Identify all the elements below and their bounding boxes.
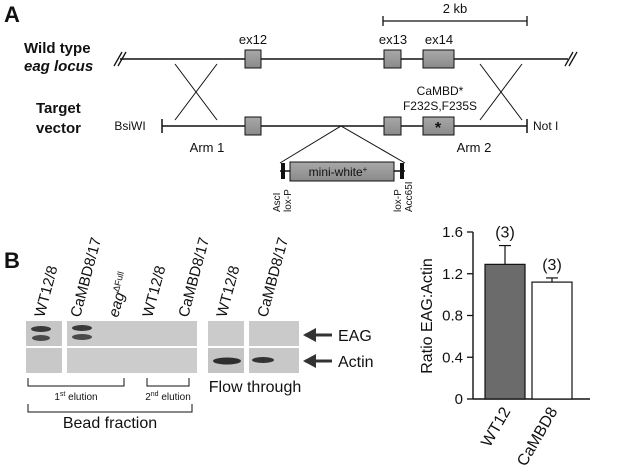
mutation-sites: F232S,F235S xyxy=(403,99,477,113)
first-elution-label: 1st elution xyxy=(54,391,97,403)
tv-label: Target xyxy=(36,100,81,117)
exon-13-label: ex13 xyxy=(379,32,407,47)
mutation-star: * xyxy=(435,120,442,137)
exon-13-tv xyxy=(383,116,402,136)
actin-band-label: Actin xyxy=(338,354,374,371)
crossover-right xyxy=(479,63,523,121)
lane-label-eag-null: eagΔFull xyxy=(104,270,133,319)
blot-eag-row xyxy=(26,321,299,346)
exon-13-wt xyxy=(383,49,402,69)
x-tick-label: CaMBD8 xyxy=(514,404,561,469)
lane-label-cambd-2: CaMBD8/17 xyxy=(175,236,213,319)
bar-cambd8 xyxy=(531,281,573,400)
insertion-line-right xyxy=(340,125,406,164)
wt-locus-line xyxy=(113,51,578,67)
bar-wt12 xyxy=(484,263,526,400)
cassette-label: mini-white+ xyxy=(309,165,368,179)
lane-label-wt-1: WT12/8 xyxy=(31,264,61,319)
scale-bar: 2 kb xyxy=(382,1,528,26)
wt-locus-label: eag locus xyxy=(24,58,93,75)
y-tick-label: 0 xyxy=(455,391,463,408)
lane-label-wt-3: WT12/8 xyxy=(213,264,243,319)
eag-arrow xyxy=(303,328,332,342)
site-ascl: AscI xyxy=(272,193,283,212)
site-noti: Not I xyxy=(533,119,558,133)
y-tick-label: 0.4 xyxy=(442,349,463,366)
y-axis-label: Ratio EAG:Actin xyxy=(419,258,436,374)
lane-label-wt-2: WT12/8 xyxy=(139,264,169,319)
mini-white-cassette xyxy=(280,161,405,182)
bracket-bead-fraction xyxy=(27,404,193,413)
wt-label: Wild type xyxy=(24,40,91,57)
mutation-label: CaMBD* xyxy=(417,84,464,98)
panel-a-letter: A xyxy=(4,2,20,27)
bead-fraction-label: Bead fraction xyxy=(63,415,157,432)
exon-12-tv xyxy=(244,116,262,136)
bracket-second-elution xyxy=(146,378,190,387)
exon-14-label: ex14 xyxy=(425,32,453,47)
insertion-line-left xyxy=(279,125,342,164)
site-loxp-right: lox-P xyxy=(393,189,404,212)
crossover-left xyxy=(174,63,218,121)
y-tick-label: 1.6 xyxy=(442,224,463,241)
exon-12-label: ex12 xyxy=(239,32,267,47)
ratio-bar-chart: Ratio EAG:Actin 0 0.4 0.8 1.2 1.6 (3) WT12 (3) C… xyxy=(419,224,590,469)
exon-14-tv-mutant xyxy=(422,116,455,136)
y-tick-label: 1.2 xyxy=(442,266,463,283)
flow-through-label: Flow through xyxy=(209,379,302,396)
blot-actin-row xyxy=(26,348,299,373)
lane-label-cambd-1: CaMBD8/17 xyxy=(67,236,105,319)
arm-1-label: Arm 1 xyxy=(190,140,225,155)
tv-vector-label: vector xyxy=(36,120,81,137)
eag-band-label: EAG xyxy=(338,328,372,345)
panel-b-letter: B xyxy=(4,248,20,273)
n-label: (3) xyxy=(542,257,562,274)
scale-label: 2 kb xyxy=(443,1,468,16)
lane-label-cambd-3: CaMBD8/17 xyxy=(254,236,292,319)
exon-14-wt xyxy=(422,49,455,69)
x-tick-label: WT12 xyxy=(478,404,514,450)
exon-12-wt xyxy=(244,49,262,69)
site-acc65i: Acc65I xyxy=(404,181,415,212)
site-bsiwi: BsiWI xyxy=(114,119,145,133)
site-loxp-left: lox-P xyxy=(283,189,294,212)
actin-arrow xyxy=(303,354,332,368)
n-label: (3) xyxy=(495,225,515,242)
y-tick-label: 0.8 xyxy=(442,308,463,325)
arm-2-label: Arm 2 xyxy=(457,140,492,155)
target-vector-line xyxy=(161,119,528,133)
second-elution-label: 2nd elution xyxy=(145,391,191,403)
bracket-first-elution xyxy=(27,378,125,387)
